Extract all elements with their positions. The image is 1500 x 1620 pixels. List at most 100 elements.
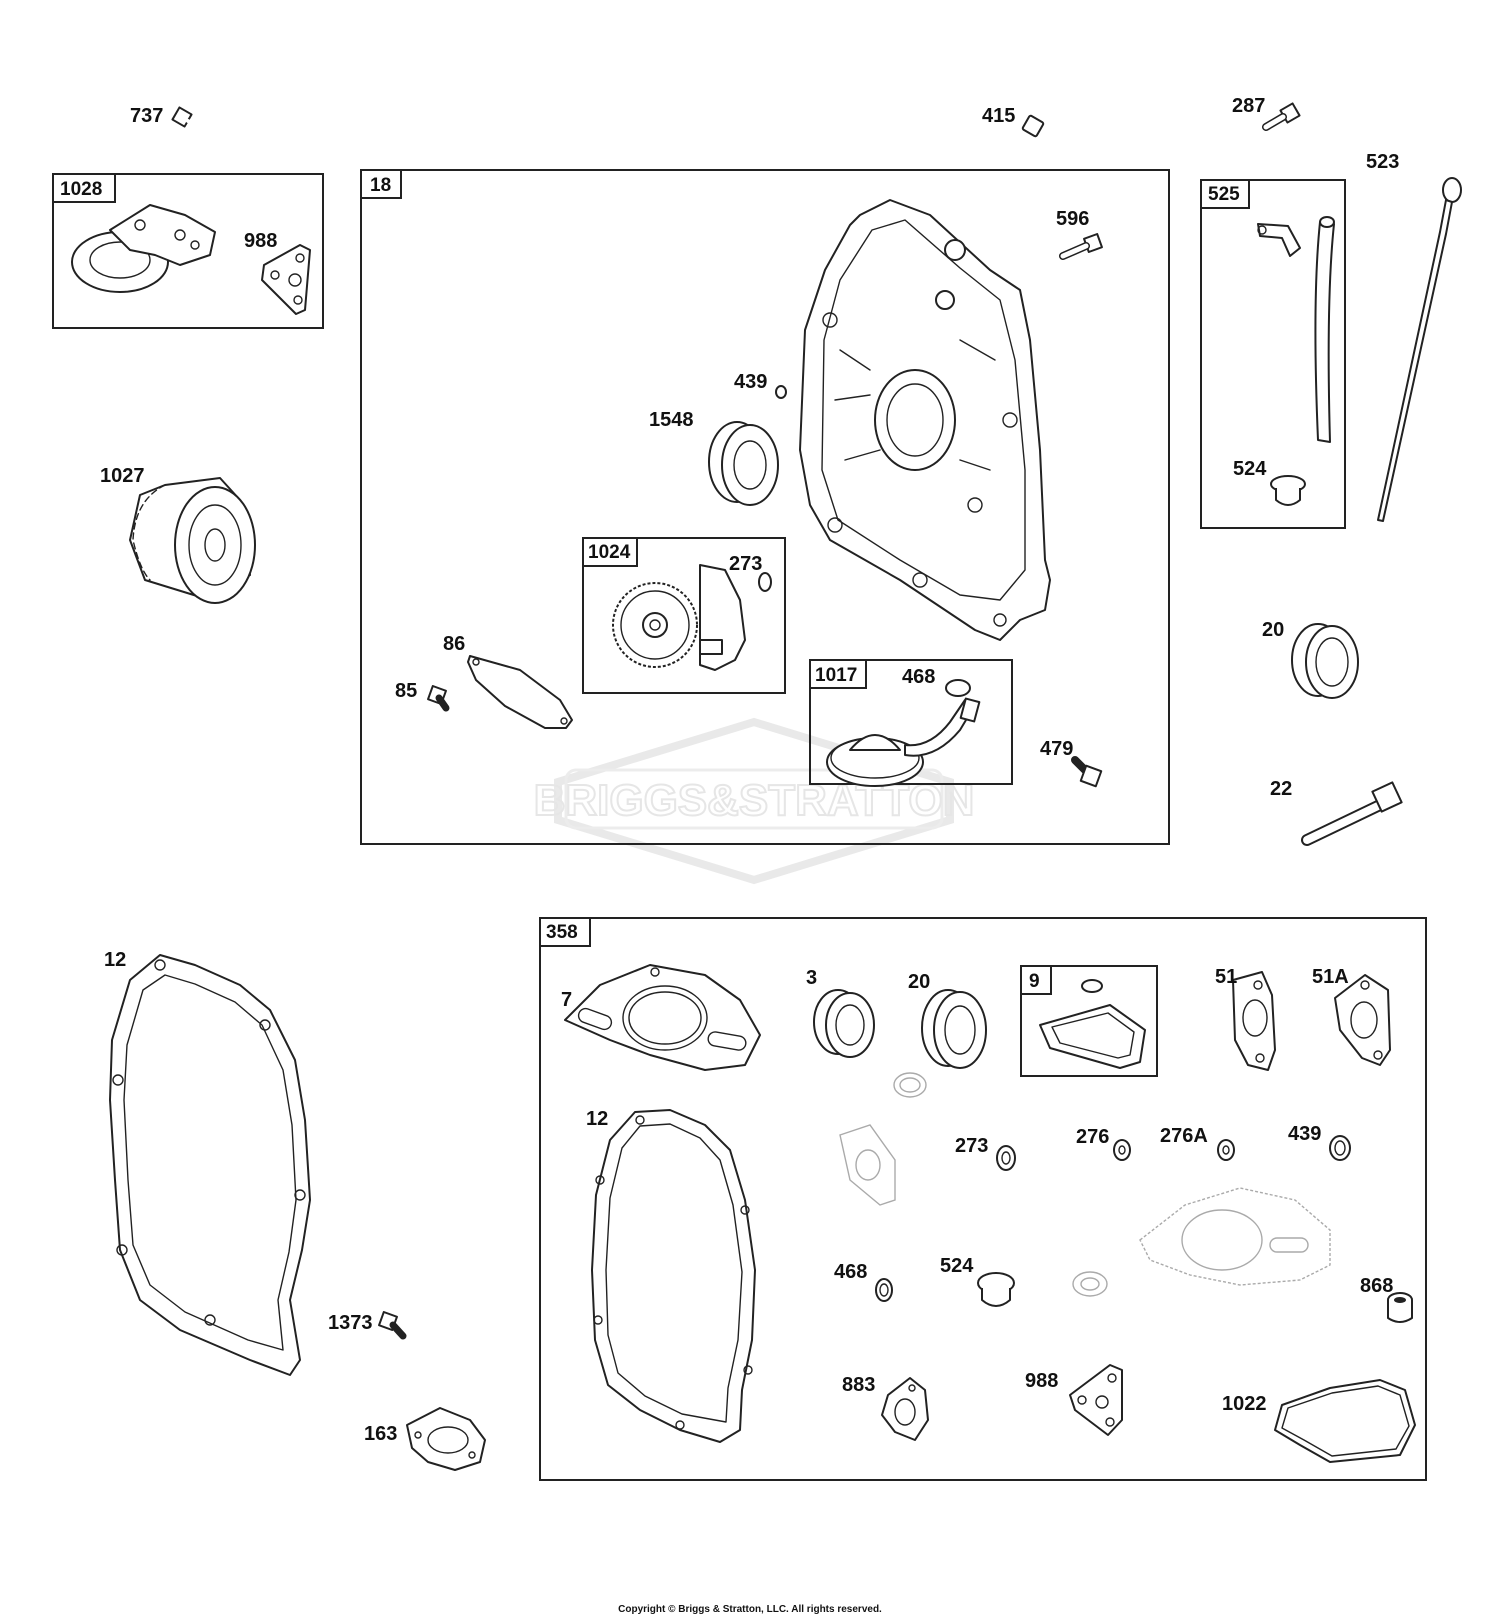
head-gasket-7-drawing: [564, 964, 761, 1071]
valve-seal-868-drawing: [1387, 1292, 1413, 1323]
part-label-883: 883: [842, 1374, 875, 1396]
part-label-22: 22: [1270, 778, 1292, 800]
gasket-86-drawing: [467, 655, 573, 729]
box-525-tag: [1200, 179, 1250, 209]
box-label-1024: 1024: [588, 542, 631, 563]
part-label-276: 276: [1076, 1126, 1109, 1148]
part-label-524-top: 524: [1233, 458, 1267, 480]
box-label-1017: 1017: [815, 665, 857, 686]
gasket-51-drawing: [1232, 971, 1276, 1071]
o-ring-468-box-drawing: [875, 1278, 893, 1302]
ghost-ring-drawing: [1072, 1271, 1108, 1297]
box-1024-tag: [582, 537, 638, 567]
part-label-287: 287: [1232, 95, 1265, 117]
box-label-1028: 1028: [60, 179, 102, 200]
ghost-head-gasket-drawing: [1139, 1187, 1331, 1286]
box-label-358: 358: [546, 922, 578, 943]
box-358-tag: [539, 917, 591, 947]
gasket-883-drawing: [881, 1377, 929, 1441]
part-label-12-box: 12: [586, 1108, 608, 1130]
seal-3-drawing: [813, 989, 875, 1058]
part-label-439-box: 439: [1288, 1123, 1321, 1145]
crankcase-cover-drawing: [799, 199, 1051, 641]
grommet-524-box-drawing: [1270, 475, 1306, 506]
box-label-18: 18: [370, 175, 391, 196]
washer-439-top-drawing: [775, 385, 787, 399]
bearing-1548-drawing: [708, 421, 779, 506]
gasket-988-top-drawing: [261, 244, 311, 315]
bolt-737-drawing: [171, 106, 204, 132]
part-label-273-box: 273: [955, 1135, 988, 1157]
part-label-86: 86: [443, 633, 465, 655]
seal-kit-9-drawing: [1039, 979, 1146, 1069]
part-label-20-top: 20: [1262, 619, 1284, 641]
dipstick-tube-drawing: [1257, 216, 1335, 443]
gasket-988-box-drawing: [1069, 1364, 1123, 1436]
washer-276-drawing: [1113, 1139, 1131, 1161]
part-label-988-box: 988: [1025, 1370, 1058, 1392]
bolt-596-drawing: [1059, 233, 1103, 260]
o-ring-273-box-drawing: [758, 572, 772, 592]
seal-20-top-drawing: [1291, 623, 1359, 699]
dipstick-523-drawing: [1377, 177, 1462, 522]
bolt-287-drawing: [1262, 102, 1301, 131]
box-525-frame: [1200, 179, 1346, 529]
seal-20-box-drawing: [921, 989, 987, 1069]
part-label-468-box: 468: [834, 1261, 867, 1283]
part-label-524-box: 524: [940, 1255, 974, 1277]
box-18-frame: [360, 169, 1170, 845]
part-label-988-top: 988: [244, 230, 277, 252]
box-1028-frame: [52, 173, 324, 329]
part-label-273-top: 273: [729, 553, 762, 575]
part-label-439-top: 439: [734, 371, 767, 393]
box-9-tag: [1020, 965, 1052, 995]
box-1017-frame: [809, 659, 1013, 785]
part-label-1373: 1373: [328, 1312, 373, 1334]
part-label-415: 415: [982, 105, 1015, 127]
bolt-85-drawing: [427, 685, 450, 712]
ghost-seal-drawing: [893, 1072, 927, 1098]
plug-415-drawing: [1021, 114, 1045, 138]
part-label-20-box: 20: [908, 971, 930, 993]
part-label-1022: 1022: [1222, 1393, 1267, 1415]
part-label-737: 737: [130, 105, 163, 127]
part-label-1027: 1027: [100, 465, 145, 487]
bolt-1373-drawing: [378, 1311, 407, 1340]
gasket-12-left-drawing: [109, 954, 311, 1376]
part-label-276A: 276A: [1160, 1125, 1208, 1147]
part-label-51: 51: [1215, 966, 1237, 988]
part-label-479: 479: [1040, 738, 1073, 760]
copyright-notice: Copyright © Briggs & Stratton, LLC. All …: [618, 1604, 882, 1615]
gasket-51A-drawing: [1334, 974, 1391, 1066]
box-label-9: 9: [1029, 971, 1040, 992]
box-18-tag: [360, 169, 402, 199]
box-358-frame: [539, 917, 1427, 1481]
gasket-163-drawing: [406, 1407, 486, 1471]
oil-filter-adapter-drawing: [71, 204, 216, 293]
part-label-163: 163: [364, 1423, 397, 1445]
oil-pickup-drawing: [826, 697, 981, 787]
o-ring-468-top-drawing: [945, 679, 971, 697]
box-label-525: 525: [1208, 184, 1240, 205]
washer-273-box-drawing: [996, 1145, 1016, 1171]
part-label-7: 7: [561, 989, 572, 1011]
part-label-3: 3: [806, 967, 817, 989]
part-label-596: 596: [1056, 208, 1089, 230]
gasket-12-box-drawing: [591, 1109, 756, 1443]
box-1028-tag: [52, 173, 116, 203]
grommet-524-box358-drawing: [977, 1272, 1015, 1307]
bolt-22-drawing: [1301, 781, 1403, 846]
part-label-868: 868: [1360, 1275, 1393, 1297]
box-1024-frame: [582, 537, 786, 694]
part-label-523: 523: [1366, 151, 1399, 173]
part-label-51A: 51A: [1312, 966, 1349, 988]
box-1017-tag: [809, 659, 867, 689]
part-label-468-top: 468: [902, 666, 935, 688]
part-label-85: 85: [395, 680, 417, 702]
oil-filter-1027-drawing: [129, 477, 256, 604]
box-9-frame: [1020, 965, 1158, 1077]
gasket-1022-drawing: [1274, 1379, 1416, 1463]
oil-pump-drawing: [612, 564, 746, 671]
washer-439-box-drawing: [1329, 1135, 1351, 1161]
